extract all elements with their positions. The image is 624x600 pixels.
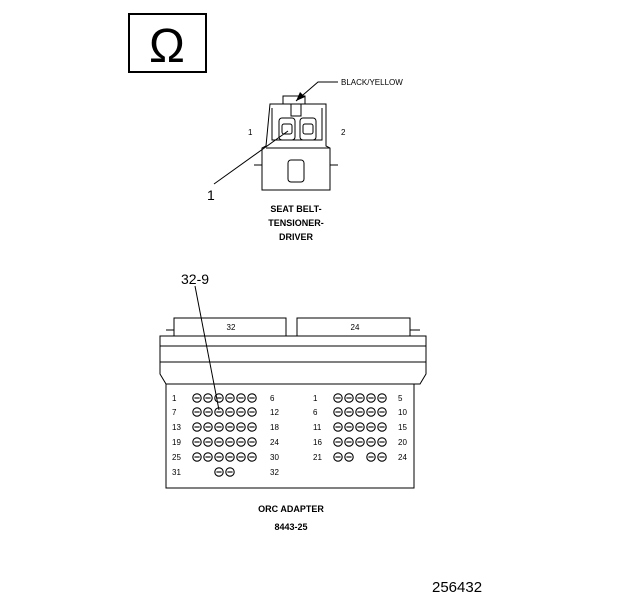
pin-socket [355,437,365,447]
right-row-end-label: 20 [398,438,407,447]
pin-socket [247,407,257,417]
pin-socket [344,452,354,462]
adapter-part-number: 8443-25 [274,522,307,532]
pin-socket [225,407,235,417]
left-row-start-label: 31 [172,468,181,477]
pin-socket [344,407,354,417]
left-row-start-label: 25 [172,453,181,462]
pin-socket [247,393,257,403]
pin-socket [333,422,343,432]
wire-color-label: BLACK/YELLOW [341,78,403,87]
left-row-start-label: 1 [172,394,177,403]
pin-socket [333,452,343,462]
left-row-end-label: 30 [270,453,279,462]
connector-name-line-1: SEAT BELT- [270,204,321,214]
pin-label-1: 1 [248,128,253,137]
left-row-start-label: 13 [172,423,181,432]
right-row-start-label: 11 [313,423,322,432]
pin-socket [225,422,235,432]
pin-socket [192,407,202,417]
right-row-start-label: 16 [313,438,322,447]
ohm-symbol-box: Ω [128,13,207,73]
right-row-start-label: 1 [313,394,318,403]
pin-socket [236,452,246,462]
connector-name-line-3: DRIVER [279,232,314,242]
pin-socket [377,437,387,447]
pin-socket [247,437,257,447]
pin-socket [377,452,387,462]
pin-socket [203,422,213,432]
left-row-end-label: 18 [270,423,279,432]
left-row-end-label: 32 [270,468,279,477]
pin-socket [366,407,376,417]
pin-socket [203,452,213,462]
right-row-start-label: 6 [313,408,318,417]
pin-socket [247,422,257,432]
connector-callout: 1 [207,187,215,203]
pin-socket [214,437,224,447]
pin-socket [192,393,202,403]
adapter-callout: 32-9 [181,271,209,287]
pin-socket [355,422,365,432]
pin-socket [355,393,365,403]
pin-socket [236,407,246,417]
pin-socket [355,407,365,417]
right-row-end-label: 24 [398,453,407,462]
pin-socket [225,467,235,477]
pin-socket [344,422,354,432]
header-label-right: 24 [351,323,360,332]
left-row-end-label: 12 [270,408,279,417]
pin-socket [344,393,354,403]
left-row-end-label: 24 [270,438,279,447]
figure-number: 256432 [432,579,482,596]
pin-socket [203,407,213,417]
pin-socket [192,437,202,447]
ohm-icon: Ω [149,20,185,73]
left-row-start-label: 19 [172,438,181,447]
right-row-end-label: 15 [398,423,407,432]
right-row-start-label: 21 [313,453,322,462]
pin-socket [333,393,343,403]
connector-name-line-2: TENSIONER- [268,218,324,228]
pin-socket [192,452,202,462]
pin-socket [333,407,343,417]
pin-socket [225,393,235,403]
pin-socket [366,437,376,447]
pin-socket [214,422,224,432]
pin-socket [377,393,387,403]
pin-socket [225,437,235,447]
right-row-end-label: 10 [398,408,407,417]
pin-socket [333,437,343,447]
pin-socket [214,467,224,477]
left-row-end-label: 6 [270,394,275,403]
pin-socket [366,452,376,462]
pin-socket [203,437,213,447]
header-label-left: 32 [227,323,236,332]
right-row-end-label: 5 [398,394,403,403]
pin-socket [366,393,376,403]
adapter-name: ORC ADAPTER [258,504,324,514]
pin-socket [247,452,257,462]
pin-socket [214,452,224,462]
pin-socket [236,437,246,447]
pin-socket [366,422,376,432]
pin-socket [344,437,354,447]
pin-socket [236,393,246,403]
pin-socket [377,422,387,432]
left-row-start-label: 7 [172,408,177,417]
pin-socket [236,422,246,432]
pin-socket [203,393,213,403]
pin-socket [225,452,235,462]
pin-socket [377,407,387,417]
pin-socket [192,422,202,432]
pin-label-2: 2 [341,128,346,137]
seat-belt-connector: BLACK/YELLOW 1 2 1 SEAT BELT- TENSIONER-… [207,78,403,242]
